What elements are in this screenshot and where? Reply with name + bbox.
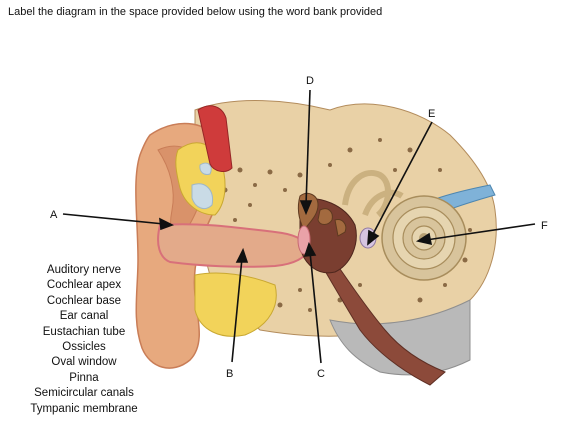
word-bank-item: Ear canal	[59, 310, 109, 323]
fat-lower	[194, 272, 277, 337]
muscle	[197, 105, 233, 172]
word-bank-item: Ossicles	[62, 341, 106, 354]
cartilage	[191, 162, 214, 209]
instruction-text: Label the diagram in the space provided …	[8, 6, 383, 18]
word-bank-item: Tympanic membrane	[30, 402, 138, 415]
label-b: B	[226, 368, 233, 380]
semicircular-canals	[342, 170, 404, 218]
label-a: A	[50, 209, 58, 221]
word-bank: Auditory nerve Cochlear apex Cochlear ba…	[20, 263, 148, 417]
word-bank-item: Semicircular canals	[34, 387, 134, 400]
word-bank-item: Cochlear base	[46, 294, 122, 307]
word-bank-item: Cochlear apex	[46, 279, 122, 292]
label-c: C	[317, 368, 325, 380]
word-bank-item: Pinna	[69, 371, 99, 384]
eustachian-tube	[319, 254, 446, 386]
ear-canal	[157, 223, 312, 268]
label-f: F	[541, 220, 548, 232]
label-e: E	[428, 108, 435, 120]
pointer-lines	[62, 89, 536, 364]
tympanic-membrane	[297, 225, 311, 255]
word-bank-item: Auditory nerve	[46, 264, 122, 276]
word-bank-item: Eustachian tube	[42, 325, 126, 338]
word-bank-item: Oval window	[51, 356, 117, 369]
lower-tissue	[329, 299, 471, 376]
label-d: D	[306, 75, 314, 87]
